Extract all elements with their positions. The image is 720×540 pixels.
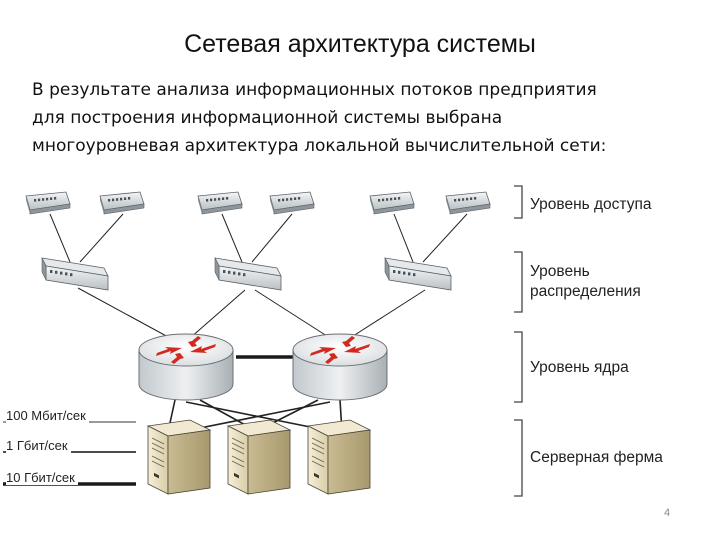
tier-bracket — [514, 185, 523, 219]
tier-label-core: Уровень ядра — [530, 359, 629, 376]
tier-label-access: Уровень доступа — [530, 196, 652, 213]
access-switch — [269, 191, 315, 215]
access-switch — [445, 191, 491, 215]
intro-line-1: В результате анализа информационных пото… — [32, 80, 597, 100]
distribution-switch — [41, 257, 109, 291]
server — [147, 419, 211, 495]
intro-line-2: для построения информационной системы вы… — [32, 108, 503, 128]
legend-label-1gbit: 1 Гбит/сек — [6, 438, 71, 453]
core-router — [138, 333, 234, 401]
access-switch — [197, 191, 243, 215]
tier-label-distribution: Уровень распределения — [530, 263, 641, 300]
distribution-switch — [384, 257, 452, 291]
page-number: 4 — [664, 507, 671, 519]
core-router — [292, 333, 388, 401]
distribution-switch — [214, 257, 282, 291]
tier-bracket — [514, 419, 523, 497]
tier-bracket — [514, 251, 523, 313]
intro-line-3: многоуровневая архитектура локальной выч… — [32, 136, 607, 156]
legend-label-10gbit: 10 Гбит/сек — [6, 470, 78, 485]
access-switch — [99, 191, 145, 215]
server — [307, 419, 371, 495]
access-switch — [25, 191, 71, 215]
access-switch — [369, 191, 415, 215]
tier-label-server-farm: Серверная ферма — [530, 449, 663, 466]
server — [227, 419, 291, 495]
tier-bracket — [514, 331, 523, 403]
slide-title: Сетевая архитектура системы — [184, 30, 536, 58]
intro-paragraph: В результате анализа информационных пото… — [32, 76, 702, 160]
legend-label-100mbit: 100 Мбит/сек — [6, 408, 89, 423]
